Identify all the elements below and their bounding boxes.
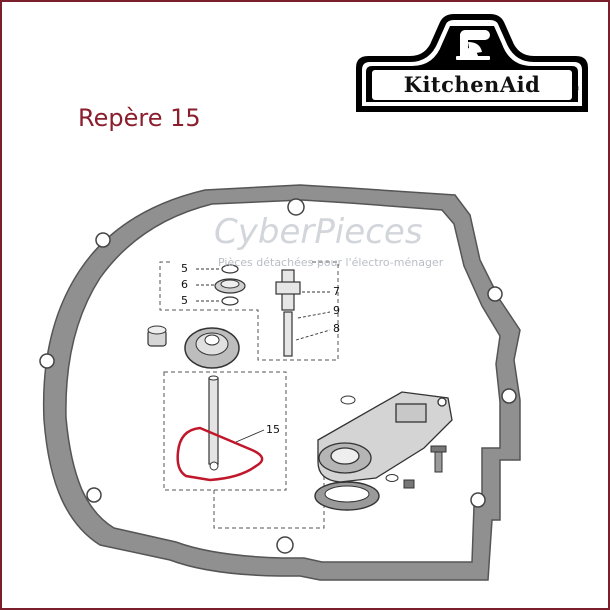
upper-assembly-group: [159, 261, 339, 361]
callout-15: 15: [266, 423, 280, 436]
housing-washer: [340, 395, 356, 405]
vertical-shaft: [208, 375, 219, 465]
logo-wordmark: KitchenAid: [403, 72, 541, 97]
logo-trademark: ®: [574, 86, 580, 93]
watermark-brand: CyberPieces: [214, 212, 423, 252]
callout-5-bottom: 5: [181, 294, 188, 307]
shaft-assembly: [275, 269, 301, 357]
page-title: Repère 15: [78, 104, 201, 132]
watermark-tagline: Pièces détachées pour l'électro-ménager: [218, 256, 444, 269]
logo-badge-icon: [356, 14, 588, 112]
callout-5-top: 5: [181, 262, 188, 275]
gasket-part-15-highlight: [176, 426, 264, 482]
washer-top: [221, 264, 239, 274]
callout-9: 9: [333, 304, 340, 317]
large-gear: [184, 327, 240, 369]
pinion-hub: [147, 325, 167, 347]
washer-bottom: [221, 296, 239, 306]
small-gear: [214, 278, 246, 294]
callout-8: 8: [333, 322, 340, 335]
nut: [403, 479, 415, 489]
gearbox-housing: [317, 391, 453, 483]
small-ring: [385, 474, 399, 482]
bottom-ring-gear: [314, 481, 380, 511]
callout-6: 6: [181, 278, 188, 291]
kitchenaid-logo: KitchenAid ®: [350, 12, 594, 118]
bolt: [430, 445, 447, 473]
gasket: [39, 184, 521, 581]
callout-7: 7: [333, 285, 340, 298]
stand-mixer-icon: [456, 30, 490, 60]
